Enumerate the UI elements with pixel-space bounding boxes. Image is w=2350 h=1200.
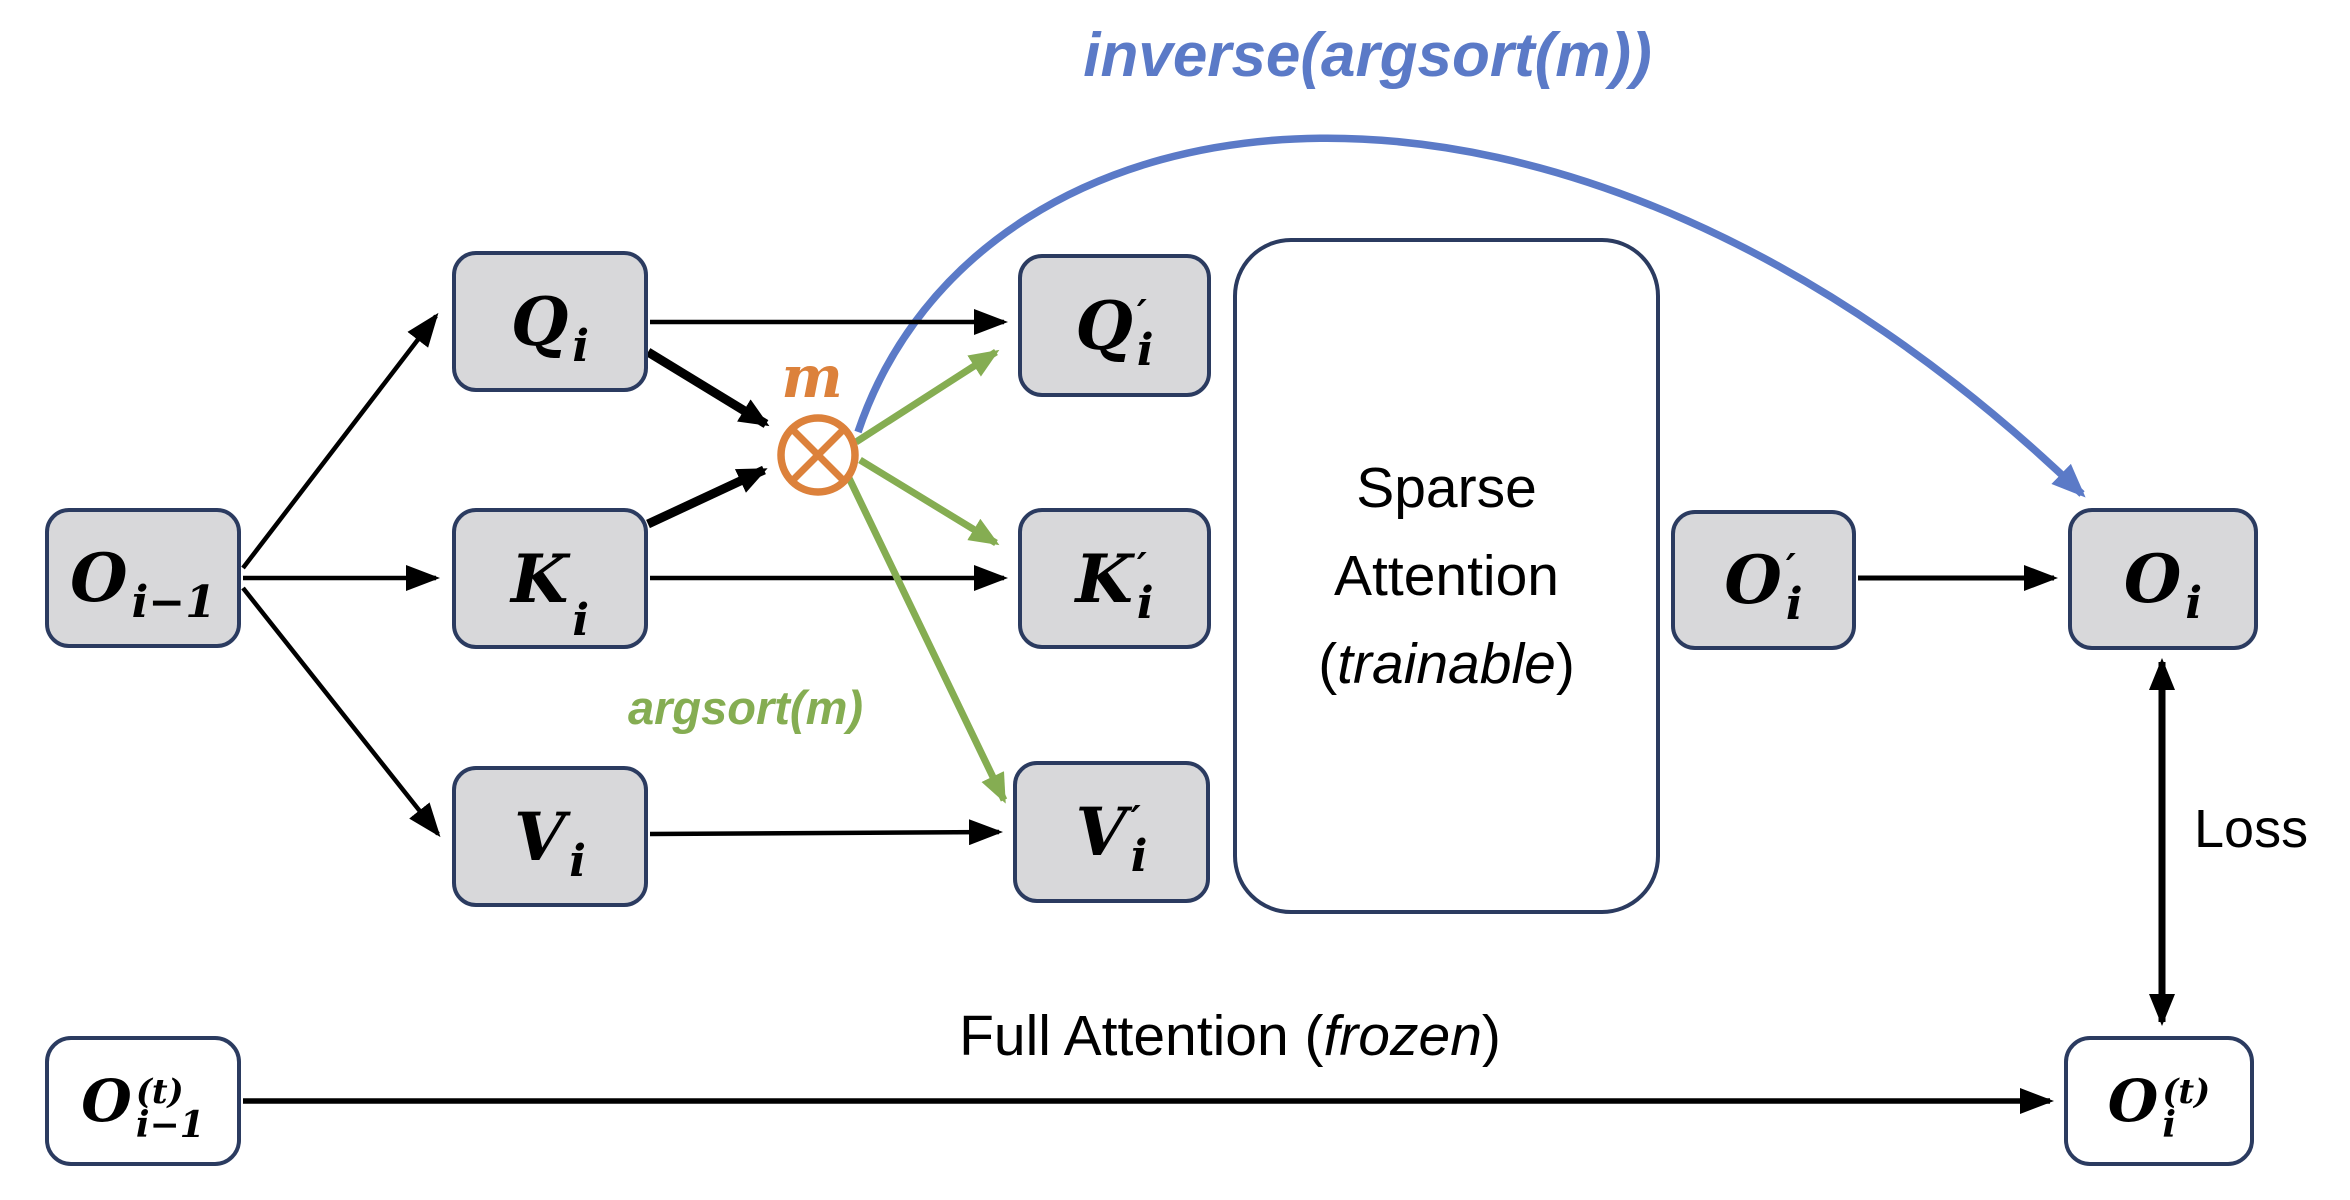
box-v-perm: V′i bbox=[1013, 761, 1210, 903]
box-o-teacher-prev: O(t)i−1 bbox=[45, 1036, 241, 1166]
arrow-argsort-to-vperm bbox=[845, 476, 1008, 804]
box-k-perm: K′i bbox=[1018, 508, 1211, 649]
box-o-perm-label: O′i bbox=[1724, 541, 1803, 630]
arrow-argsort-to-qperm bbox=[854, 349, 1000, 445]
box-v-perm-label: V′i bbox=[1075, 793, 1148, 882]
box-q-perm-label: Q′i bbox=[1075, 286, 1154, 376]
sparse-attention-label: Sparse Attention (trainable) bbox=[1318, 456, 1575, 696]
box-sparse-attention: Sparse Attention (trainable) bbox=[1233, 238, 1660, 914]
arrow-vi-to-vperm bbox=[649, 819, 1003, 846]
arrow-ki-to-mask bbox=[646, 465, 768, 529]
box-k-perm-label: K′i bbox=[1075, 539, 1154, 629]
inverse-argsort-label: inverse(argsort(m)) bbox=[1083, 21, 1652, 90]
box-o-perm: O′i bbox=[1671, 510, 1856, 650]
arrow-argsort-to-kperm bbox=[858, 457, 1000, 546]
full-attention-label: Full Attention (frozen) bbox=[959, 1004, 1501, 1068]
arrow-oprev-to-qi bbox=[241, 312, 439, 570]
loss-label: Loss bbox=[2194, 799, 2309, 859]
argsort-label: argsort(m) bbox=[627, 681, 864, 734]
arrow-oprev-to-vi bbox=[241, 586, 441, 838]
box-o-teacher-prev-label: O(t)i−1 bbox=[81, 1067, 205, 1146]
arrow-qi-to-mask bbox=[645, 348, 770, 428]
mask-multiply-icon bbox=[777, 414, 859, 496]
mask-label: m bbox=[781, 343, 843, 411]
box-o-teacher-label: O(t)i bbox=[2107, 1067, 2211, 1146]
arrow-inverse-argsort bbox=[854, 134, 2086, 498]
box-q-perm: Q′i bbox=[1018, 254, 1211, 397]
box-o-teacher: O(t)i bbox=[2064, 1036, 2254, 1166]
